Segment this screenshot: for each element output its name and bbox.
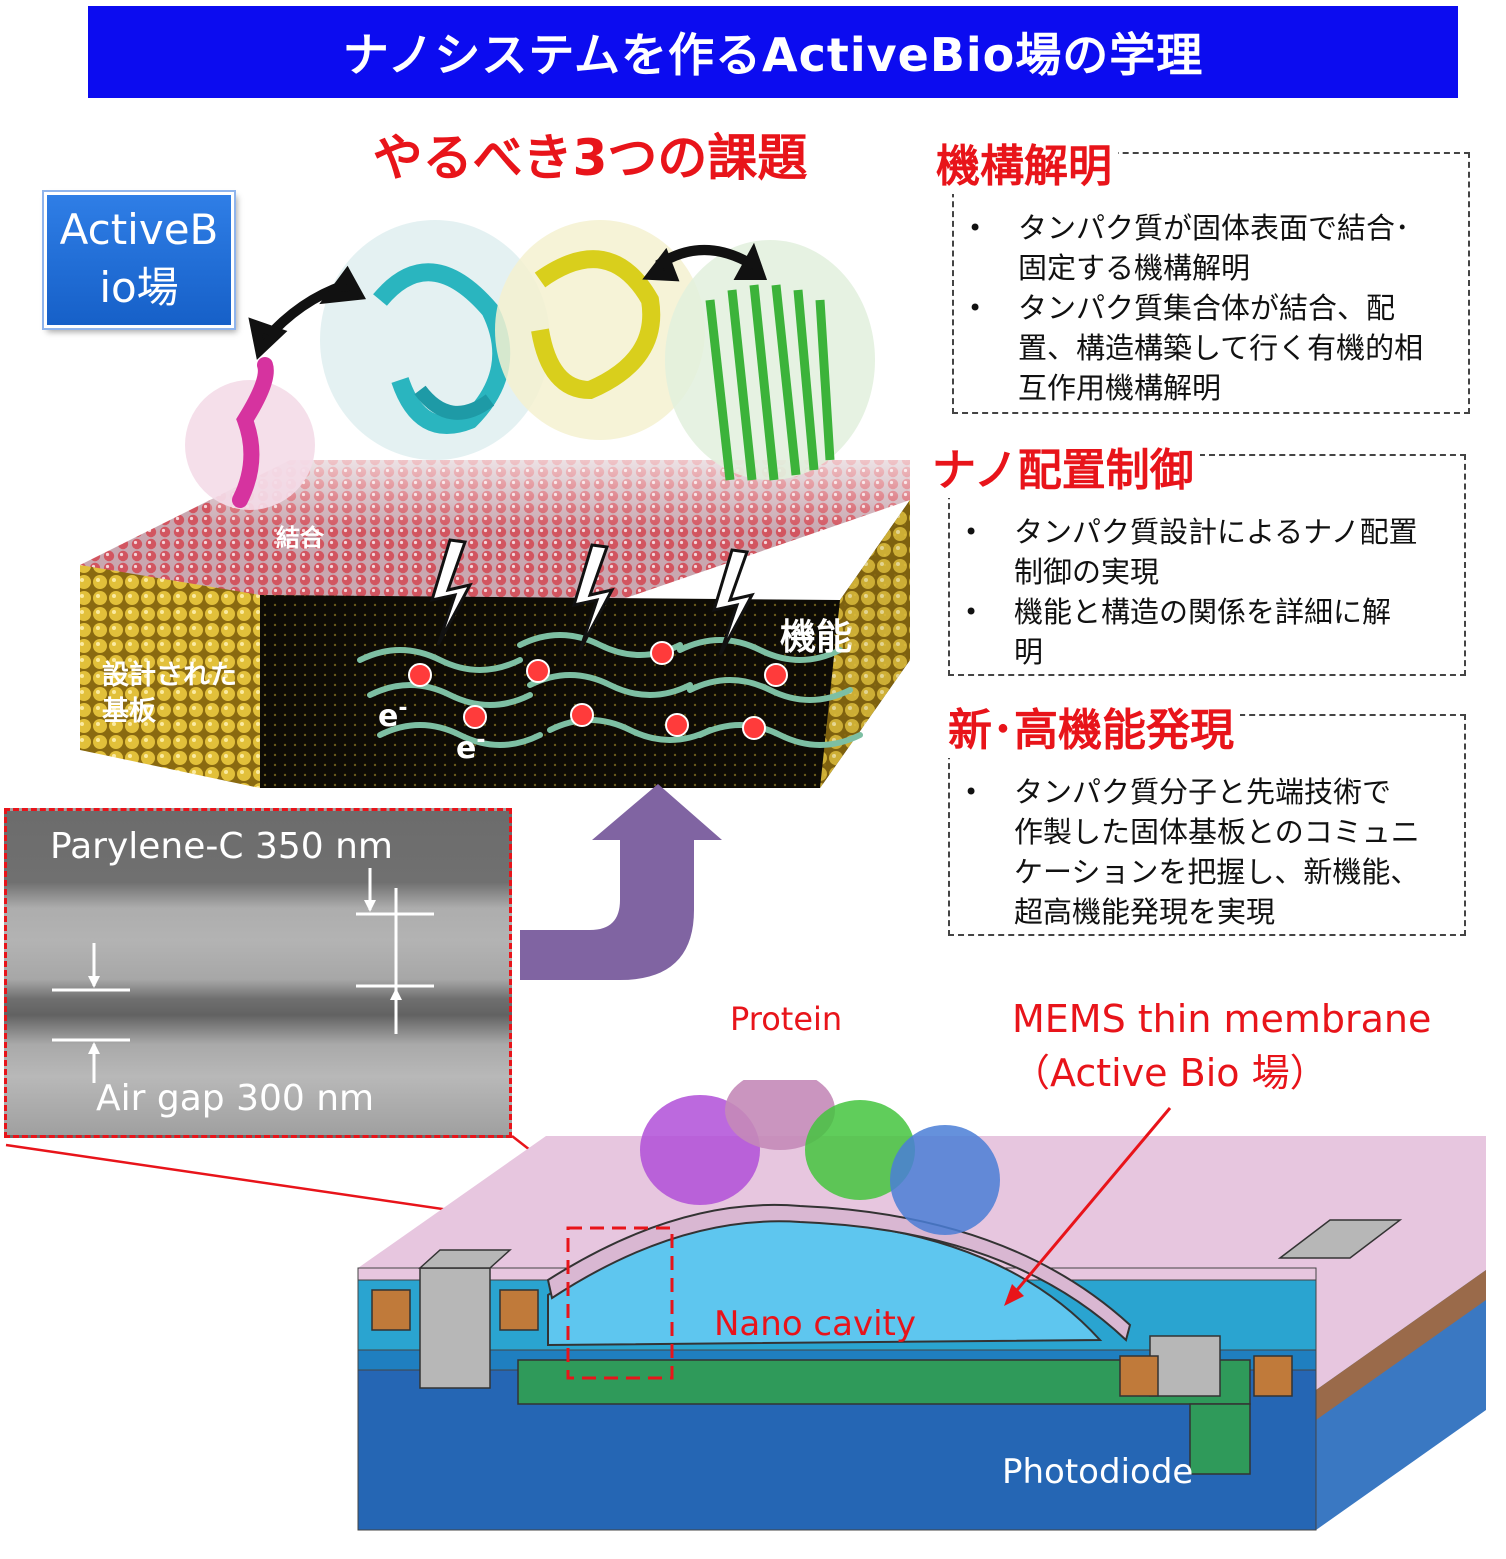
activebio-badge: ActiveB io場	[44, 192, 234, 328]
binding-label: 結合	[276, 524, 324, 552]
purple-up-arrow	[520, 784, 722, 980]
electrodes	[418, 1219, 1403, 1397]
panel-nano-placement-title: ナノ配置制御	[930, 434, 1200, 498]
protein-label: Protein	[730, 1000, 843, 1038]
title-banner: ナノシステムを作るActiveBio場の学理	[88, 6, 1458, 98]
electron-label-2: e-	[456, 728, 486, 766]
airgap-label: Air gap 300 nm	[96, 1078, 375, 1119]
sem-cross-section-image	[4, 808, 512, 1138]
panel-mechanism-box: タンパク質が固体表面で結合･固定する機構解明 タンパク質集合体が結合、配置、構造…	[952, 152, 1470, 414]
membrane-shape	[546, 1203, 1132, 1342]
membrane-proteins	[640, 1080, 1000, 1235]
panel-new-function-title: 新･高機能発現	[946, 694, 1240, 758]
page-title: ナノシステムを作るActiveBio場の学理	[342, 28, 1204, 82]
protein-structures	[185, 220, 875, 510]
parylene-label: Parylene-C 350 nm	[50, 826, 393, 867]
substrate-label: 設計された 基板	[102, 660, 237, 727]
panel-mechanism-title: 機構解明	[934, 130, 1118, 194]
panel-mechanism-item-1: タンパク質が固体表面で結合･固定する機構解明	[954, 208, 1468, 288]
protein-substrate-illustration	[80, 220, 910, 788]
motion-arrows	[248, 242, 768, 360]
mems-label: MEMS thin membrane （Active Bio 場）	[1012, 997, 1432, 1095]
substrate-front-face	[260, 500, 910, 788]
lightning-icons	[429, 538, 755, 656]
sem-measurement-marks	[52, 868, 434, 1083]
substrate-left-face	[80, 565, 260, 788]
device-right-face	[1316, 1270, 1486, 1530]
electron-particles	[408, 641, 788, 740]
subtitle: やるべき3つの課題	[372, 129, 808, 187]
nano-cavity-label: Nano cavity	[714, 1304, 916, 1344]
electron-label-1: e-	[378, 696, 408, 734]
function-label: 機能	[780, 617, 853, 658]
zoom-region-box	[566, 1226, 674, 1380]
mems-device-diagram	[5, 1080, 1486, 1531]
copper-blocks	[371, 1289, 1293, 1397]
photodiode-label: Photodiode	[1002, 1452, 1194, 1492]
mems-pointer-arrow	[1010, 1107, 1172, 1297]
